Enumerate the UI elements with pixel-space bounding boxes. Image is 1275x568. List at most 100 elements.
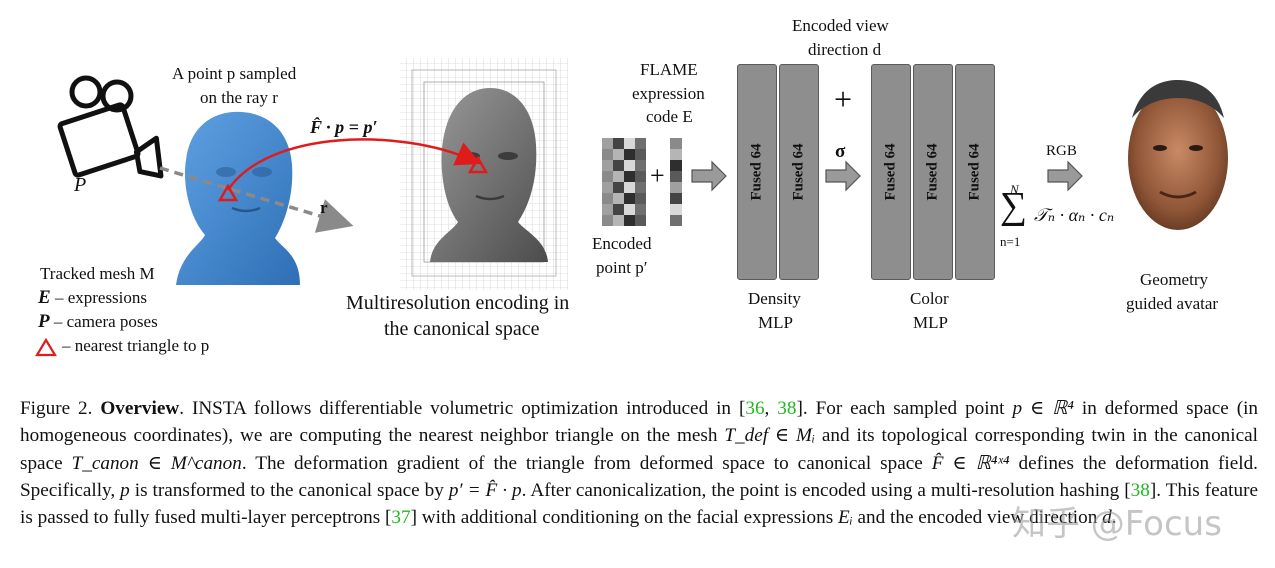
deformation-arrow xyxy=(226,138,482,191)
legend-text-triangle: – nearest triangle to p xyxy=(62,336,210,355)
fused-label: Fused 64 xyxy=(924,143,941,201)
avatar-portrait xyxy=(1128,80,1228,230)
feature-cell xyxy=(670,138,682,149)
feature-cell xyxy=(613,204,624,215)
camera-ray xyxy=(159,166,354,233)
feature-cell xyxy=(670,160,682,171)
color-mlp-layer-1: Fused 64 xyxy=(871,64,911,280)
citation-link[interactable]: 37 xyxy=(391,507,411,529)
density-mlp-layer-1: Fused 64 xyxy=(737,64,777,280)
feature-cell xyxy=(624,215,635,226)
legend-symbol-e: E xyxy=(38,287,51,308)
legend-row-camera-poses: P – camera poses xyxy=(38,311,158,333)
math-inline: p ∈ ℝ⁴ xyxy=(1012,398,1074,419)
arrow-sigma xyxy=(825,160,861,192)
legend-row-expressions: E – expressions xyxy=(38,287,147,309)
figure-number: Figure 2. xyxy=(20,398,93,419)
nearest-triangle-canonical xyxy=(467,155,489,174)
caption-text: ]. For each sampled point xyxy=(796,398,1013,419)
feature-cell xyxy=(670,193,682,204)
multires-label-line1: Multiresolution encoding in xyxy=(346,292,570,314)
caption-text: . xyxy=(1111,507,1117,529)
feature-cell xyxy=(613,193,624,204)
feature-cell xyxy=(670,204,682,215)
color-mlp-layer-2: Fused 64 xyxy=(913,64,953,280)
tracked-mesh-label: Tracked mesh M xyxy=(40,264,155,283)
fused-label: Fused 64 xyxy=(748,143,765,201)
density-mlp-layer-2: Fused 64 xyxy=(779,64,819,280)
feature-cell xyxy=(602,138,613,149)
caption-text: and its topological corresponding twin i… xyxy=(20,425,1258,474)
view-direction-line2: direction d xyxy=(808,40,882,59)
feature-cell xyxy=(670,182,682,193)
plus-large: + xyxy=(834,81,853,117)
nearest-triangle-deformed xyxy=(217,183,239,202)
feature-cell xyxy=(624,171,635,182)
encoded-point-feature xyxy=(602,138,646,226)
citation-link[interactable]: 36 xyxy=(745,398,765,419)
feature-cell xyxy=(635,149,646,160)
citation-link[interactable]: 38 xyxy=(777,398,797,419)
feature-cell xyxy=(624,149,635,160)
math-inline: p′ = F̂ · p xyxy=(448,479,522,501)
caption-text: ]. This feature is passed to fully fused… xyxy=(20,479,1258,529)
feature-cell xyxy=(635,215,646,226)
rgb-label: RGB xyxy=(1046,143,1077,159)
feature-cell xyxy=(613,182,624,193)
caption-text: . After canonicalization, the point is e… xyxy=(521,479,1131,501)
feature-cell xyxy=(602,215,613,226)
feature-cell xyxy=(635,171,646,182)
caption-text: in deformed space (in homogeneous coordi… xyxy=(20,398,1259,447)
encoded-point-line2: point p′ xyxy=(596,258,648,277)
citation-link[interactable]: 38 xyxy=(1130,479,1150,501)
density-mlp-line1: Density xyxy=(748,289,801,308)
ray-label: r xyxy=(320,198,328,217)
feature-cell xyxy=(602,171,613,182)
feature-cell xyxy=(613,215,624,226)
flame-label-line3: code E xyxy=(646,107,693,126)
legend-text-expressions: – expressions xyxy=(54,288,148,307)
math-inline: d xyxy=(1102,507,1112,529)
geometry-label-line2: guided avatar xyxy=(1126,294,1219,313)
figure-graphics xyxy=(35,58,1228,357)
sum-expression: 𝒯ₙ · αₙ · cₙ xyxy=(1034,205,1115,225)
sum-upper-limit: N xyxy=(1010,182,1019,197)
arrow-rgb xyxy=(1047,160,1083,192)
overview-figure: P A point p sampled on the ray r r F̂ · … xyxy=(35,16,1228,357)
transform-equation: F̂ · p = p′ xyxy=(310,117,378,137)
math-inline: F̂ ∈ ℝ⁴ˣ⁴ xyxy=(931,452,1010,474)
feature-cell xyxy=(602,204,613,215)
legend-symbol-p: P xyxy=(38,311,50,332)
caption-text: ] with additional conditioning on the fa… xyxy=(410,507,838,529)
legend-row-triangle: – nearest triangle to p xyxy=(62,335,209,357)
feature-cell xyxy=(670,171,682,182)
flame-code-feature xyxy=(670,138,682,226)
feature-cell xyxy=(613,138,624,149)
feature-cell xyxy=(602,160,613,171)
feature-cell xyxy=(613,149,624,160)
camera-icon xyxy=(57,75,164,179)
feature-cell xyxy=(624,193,635,204)
feature-cell xyxy=(635,160,646,171)
point-label-line1: A point p sampled xyxy=(172,64,297,83)
plus-small: + xyxy=(650,161,665,190)
feature-cell xyxy=(602,149,613,160)
sum-lower-limit: n=1 xyxy=(1000,234,1021,249)
figure-caption: Figure 2. Overview. INSTA follows differ… xyxy=(20,395,1258,531)
color-mlp-line1: Color xyxy=(910,289,949,308)
view-direction-line1: Encoded view xyxy=(792,16,889,35)
flame-label-line1: FLAME xyxy=(640,60,698,79)
feature-cell xyxy=(602,193,613,204)
feature-cell xyxy=(635,193,646,204)
density-mlp-line2: MLP xyxy=(758,313,793,332)
math-inline: p xyxy=(120,479,130,501)
feature-cell xyxy=(602,182,613,193)
caption-text: . The deformation gradient of the triang… xyxy=(241,452,932,474)
color-mlp-line2: MLP xyxy=(913,313,948,332)
feature-cell xyxy=(613,160,624,171)
geometry-label-line1: Geometry xyxy=(1140,270,1208,289)
caption-text: . INSTA follows differentiable volumetri… xyxy=(179,398,746,419)
feature-cell xyxy=(635,138,646,149)
feature-cell xyxy=(670,215,682,226)
feature-cell xyxy=(624,138,635,149)
